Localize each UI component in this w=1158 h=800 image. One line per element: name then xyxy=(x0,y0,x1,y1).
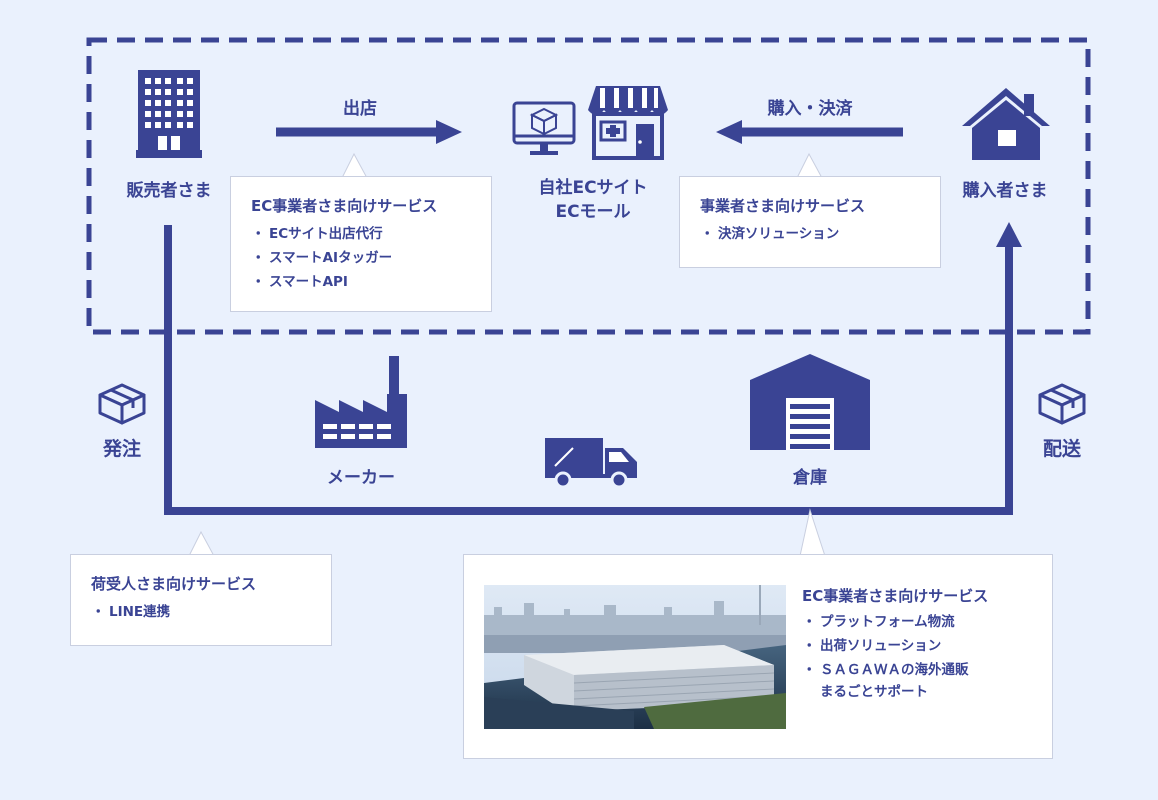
delivery-label: 配送 xyxy=(1042,438,1081,460)
arrow-purchase-label: 購入・決済 xyxy=(767,99,853,119)
office-building-icon xyxy=(136,70,202,158)
factory-icon xyxy=(315,356,407,448)
list-item: ・プラットフォーム物流 xyxy=(802,614,955,630)
warehouse-label: 倉庫 xyxy=(793,468,827,488)
maker-label: メーカー xyxy=(327,468,395,488)
order-label: 発注 xyxy=(102,438,141,460)
list-item: ・スマートAIタッガー xyxy=(251,250,393,266)
store-icon xyxy=(588,86,668,160)
package-icon xyxy=(1038,383,1086,425)
buyer-label: 購入者さま xyxy=(962,181,1048,201)
arrow-listing xyxy=(276,120,462,144)
ec-services-box: EC事業者さま向けサービス ・ECサイト出店代行 ・スマートAIタッガー ・スマ… xyxy=(230,176,492,312)
package-icon xyxy=(98,383,146,425)
logistics-services-box: EC事業者さま向けサービス ・プラットフォーム物流 ・出荷ソリューション ・ＳＡ… xyxy=(463,554,1053,759)
callout-pointer xyxy=(799,508,826,556)
list-item: ・ECサイト出店代行 xyxy=(251,226,383,242)
callout-pointer xyxy=(796,152,823,178)
ec-services-title: EC事業者さま向けサービス xyxy=(251,197,438,215)
callout-pointer xyxy=(341,152,368,178)
seller-label: 販売者さま xyxy=(126,181,212,201)
flow-line xyxy=(164,222,1022,515)
list-item: ・出荷ソリューション xyxy=(802,638,942,654)
callout-pointer xyxy=(188,530,215,556)
business-services-title: 事業者さま向けサービス xyxy=(700,197,866,215)
logistics-services-title: EC事業者さま向けサービス xyxy=(802,587,989,605)
list-item: ・決済ソリューション xyxy=(700,226,840,242)
warehouse-photo xyxy=(484,585,786,729)
list-item: ・LINE連携 xyxy=(91,604,171,620)
truck-icon xyxy=(545,438,637,488)
list-item: ・ＳＡＧＡＷＡの海外通販 xyxy=(802,662,969,678)
ec-site-label: 自社ECサイト ECモール xyxy=(510,176,676,224)
ec-site-line1: 自社ECサイト xyxy=(538,178,648,198)
package-icon xyxy=(529,107,559,136)
list-item: ・スマートAPI xyxy=(251,274,348,290)
list-item: まるごとサポート xyxy=(820,684,928,700)
ec-site-line2: ECモール xyxy=(555,202,631,222)
logistics-services-content: EC事業者さま向けサービス ・プラットフォーム物流 ・出荷ソリューション ・ＳＡ… xyxy=(802,585,988,702)
business-services-box: 事業者さま向けサービス ・決済ソリューション xyxy=(679,176,941,268)
monitor-icon xyxy=(512,101,576,155)
house-icon xyxy=(962,88,1050,160)
warehouse-icon xyxy=(750,354,870,450)
ec-region-dashed-border xyxy=(86,37,1091,335)
consignee-services-box: 荷受人さま向けサービス ・LINE連携 xyxy=(70,554,332,646)
arrow-purchase xyxy=(716,120,903,144)
arrow-listing-label: 出店 xyxy=(343,99,377,119)
consignee-services-title: 荷受人さま向けサービス xyxy=(91,575,257,593)
